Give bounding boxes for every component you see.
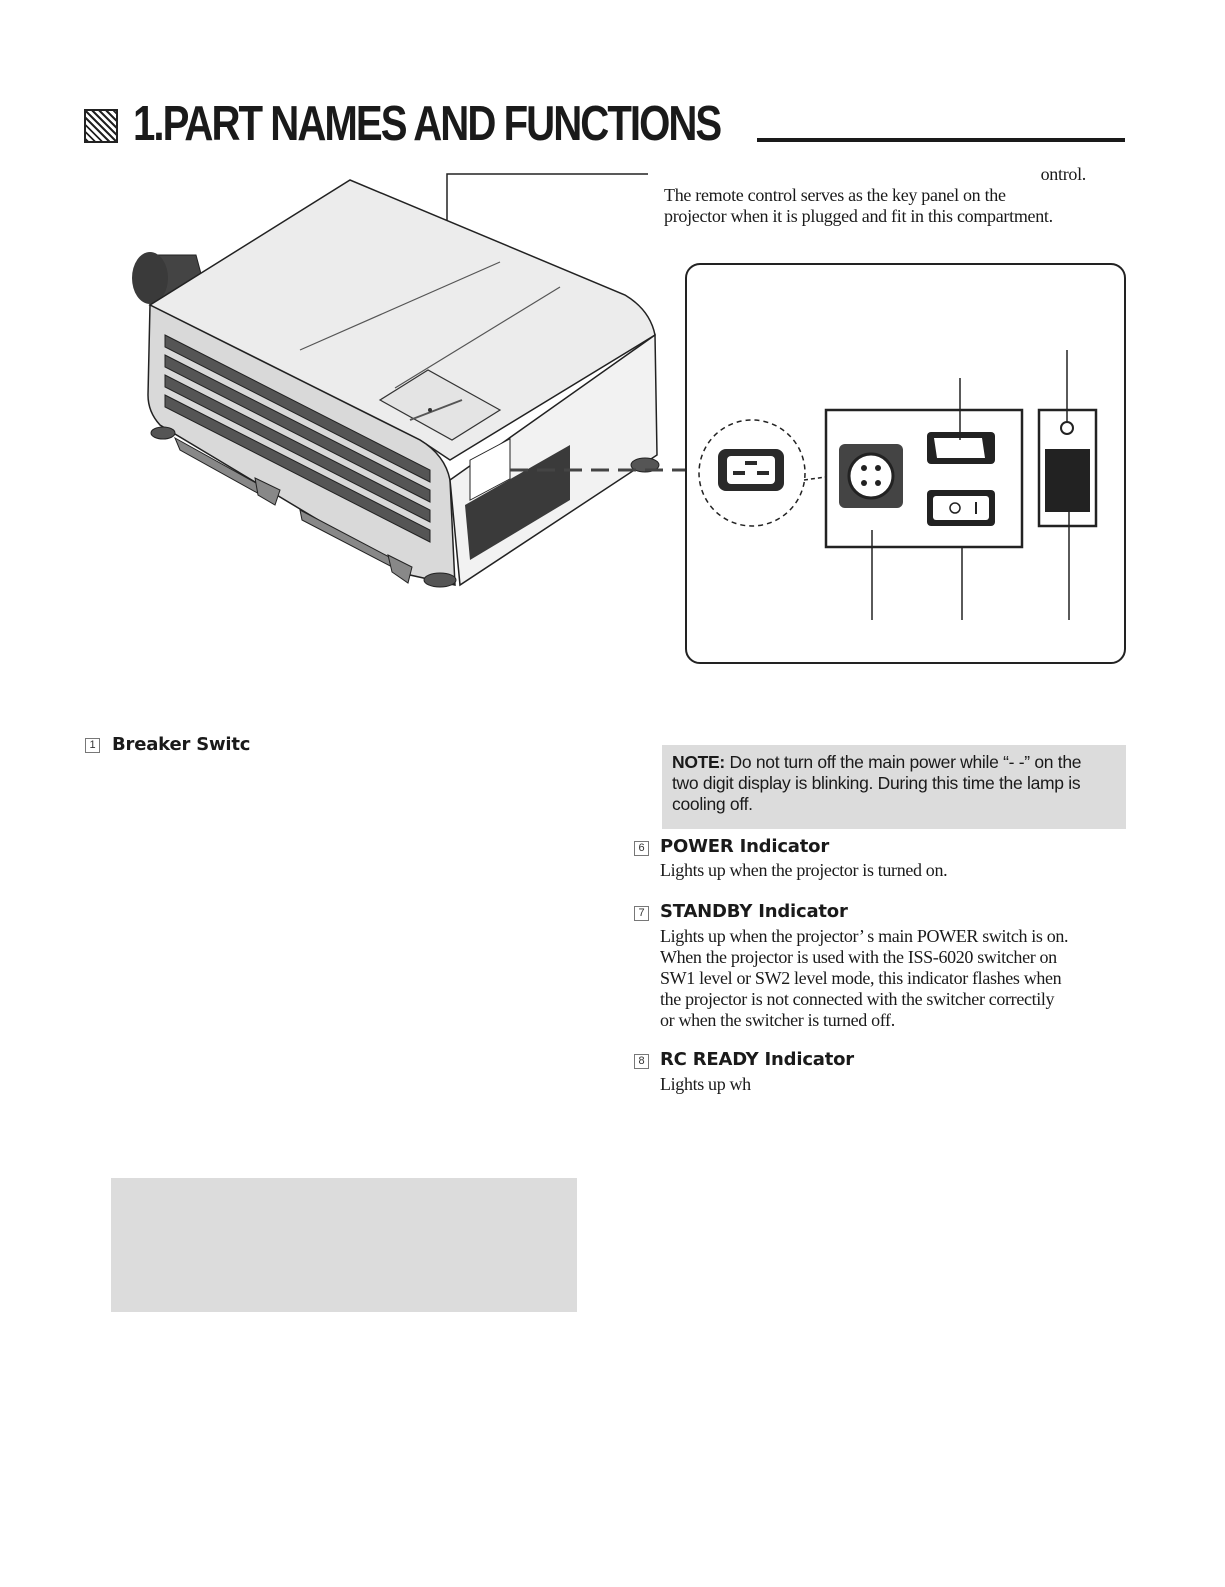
desc-line: When the projector is used with the ISS-… — [660, 947, 1057, 967]
item-desc-rc-ready: Lights up wh — [660, 1074, 751, 1095]
connector-panel — [469, 438, 511, 501]
desc-line: Lights up wh — [660, 1074, 751, 1094]
intro-line: projector when it is plugged and fit in … — [664, 206, 1053, 226]
desc-line: or when the switcher is turned off. — [660, 1010, 895, 1030]
note-line: two digit display is blinking. During th… — [672, 773, 1081, 793]
item-title-breaker: Breaker Switc — [112, 734, 251, 755]
breaker-connector-icon — [839, 444, 903, 508]
ac-inlet-icon — [718, 449, 784, 491]
desc-line: Lights up when the projector is turned o… — [660, 860, 948, 880]
projector-diagram — [132, 173, 1126, 664]
intro-text: ontrol. The remote control serves as the… — [664, 164, 1134, 227]
intro-line: The remote control serves as the key pan… — [664, 185, 1006, 205]
handles — [173, 436, 413, 584]
item-title-power: POWER Indicator — [660, 836, 830, 857]
note-label: NOTE: — [672, 752, 725, 772]
item-number: 1 — [85, 738, 100, 753]
rocker-switch-icon — [927, 432, 995, 464]
indicator-lamp-icon — [1060, 421, 1074, 435]
note-box: NOTE: Do not turn off the main power whi… — [662, 745, 1126, 829]
item-desc-power: Lights up when the projector is turned o… — [660, 860, 948, 881]
item-title-standby: STANDBY Indicator — [660, 901, 848, 922]
intro-fragment: ontrol. — [1040, 164, 1087, 184]
front-vents — [164, 334, 431, 543]
remote-compartment-cover — [378, 369, 502, 441]
section-hatch-icon — [84, 109, 118, 143]
item-number: 6 — [634, 841, 649, 856]
shaded-box — [111, 1178, 577, 1312]
note-line: cooling off. — [672, 794, 753, 814]
item-number: 8 — [634, 1054, 649, 1069]
side-vent — [465, 445, 570, 560]
item-number: 7 — [634, 906, 649, 921]
desc-line: Lights up when the projector’ s main POW… — [660, 926, 1069, 946]
item-title-rc-ready: RC READY Indicator — [660, 1049, 854, 1070]
power-switch-icon — [927, 490, 995, 526]
display-window — [1045, 449, 1090, 512]
note-line: Do not turn off the main power while “- … — [724, 752, 1082, 772]
title-rule — [757, 138, 1125, 142]
desc-line: SW1 level or SW2 level mode, this indica… — [660, 968, 1062, 988]
item-desc-standby: Lights up when the projector’ s main POW… — [660, 926, 1140, 1031]
desc-line: the projector is not connected with the … — [660, 989, 1055, 1009]
page-title: 1.PART NAMES AND FUNCTIONS — [133, 97, 722, 151]
